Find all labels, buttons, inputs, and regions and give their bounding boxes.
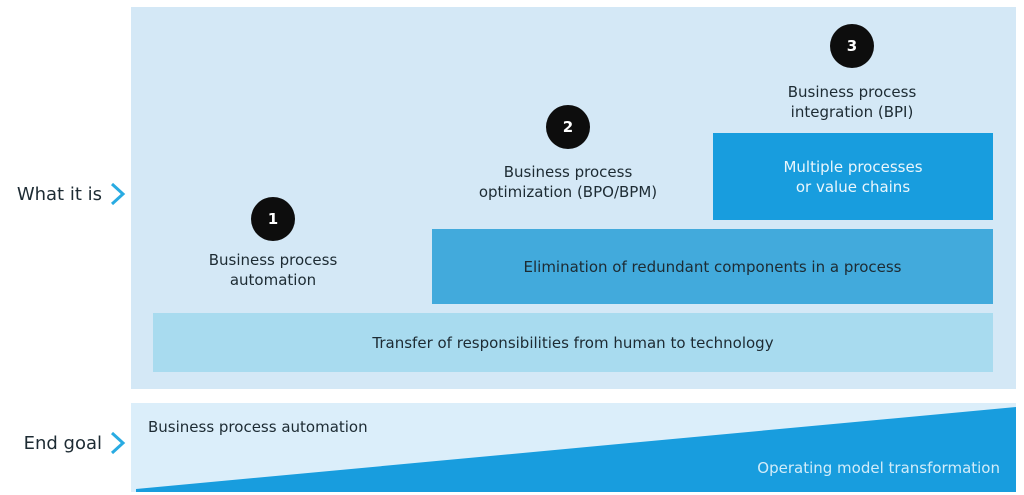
step-2-number: 2 <box>562 118 574 136</box>
bar-elimination: Elimination of redundant components in a… <box>432 229 993 304</box>
bar-multiple-processes-text: Multiple processes or value chains <box>783 157 922 197</box>
chevron-right-icon <box>110 431 126 455</box>
step-2-title-line2: optimization (BPO/BPM) <box>478 183 658 201</box>
step-1-title-line2: automation <box>229 271 317 289</box>
step-2-title-line1: Business process <box>503 163 633 181</box>
what-it-is-panel: 1 Business process automation 2 Business… <box>131 7 1016 389</box>
step-3-title-line1: Business process <box>787 83 917 101</box>
bar-multiple-line1: Multiple processes <box>783 157 923 176</box>
end-goal-start-label: Business process automation <box>148 418 368 436</box>
end-goal-panel: Business process automation Operating mo… <box>131 403 1016 492</box>
bar-elimination-text: Elimination of redundant components in a… <box>523 257 902 276</box>
step-2-title: Business process optimization (BPO/BPM) <box>448 162 688 202</box>
bar-transfer: Transfer of responsibilities from human … <box>153 313 993 372</box>
step-1-title: Business process automation <box>153 250 393 290</box>
what-it-is-label: What it is <box>16 183 102 205</box>
step-1-number: 1 <box>267 210 279 228</box>
transformation-wedge-shape <box>136 407 1016 492</box>
step-3-number: 3 <box>846 37 858 55</box>
end-goal-label: End goal <box>23 432 102 454</box>
what-it-is-row: What it is <box>0 179 126 209</box>
step-2-number-badge: 2 <box>546 105 590 149</box>
bar-multiple-processes: Multiple processes or value chains <box>713 133 993 220</box>
end-goal-end-label: Operating model transformation <box>757 459 1000 477</box>
step-3-title-line2: integration (BPI) <box>790 103 914 121</box>
end-goal-row: End goal <box>0 428 126 458</box>
chevron-right-icon <box>110 182 126 206</box>
bar-transfer-text: Transfer of responsibilities from human … <box>372 333 774 352</box>
step-1-number-badge: 1 <box>251 197 295 241</box>
step-1-title-line1: Business process <box>208 251 338 269</box>
step-3-title: Business process integration (BPI) <box>732 82 972 122</box>
bar-multiple-line2: or value chains <box>795 177 911 196</box>
step-3-number-badge: 3 <box>830 24 874 68</box>
